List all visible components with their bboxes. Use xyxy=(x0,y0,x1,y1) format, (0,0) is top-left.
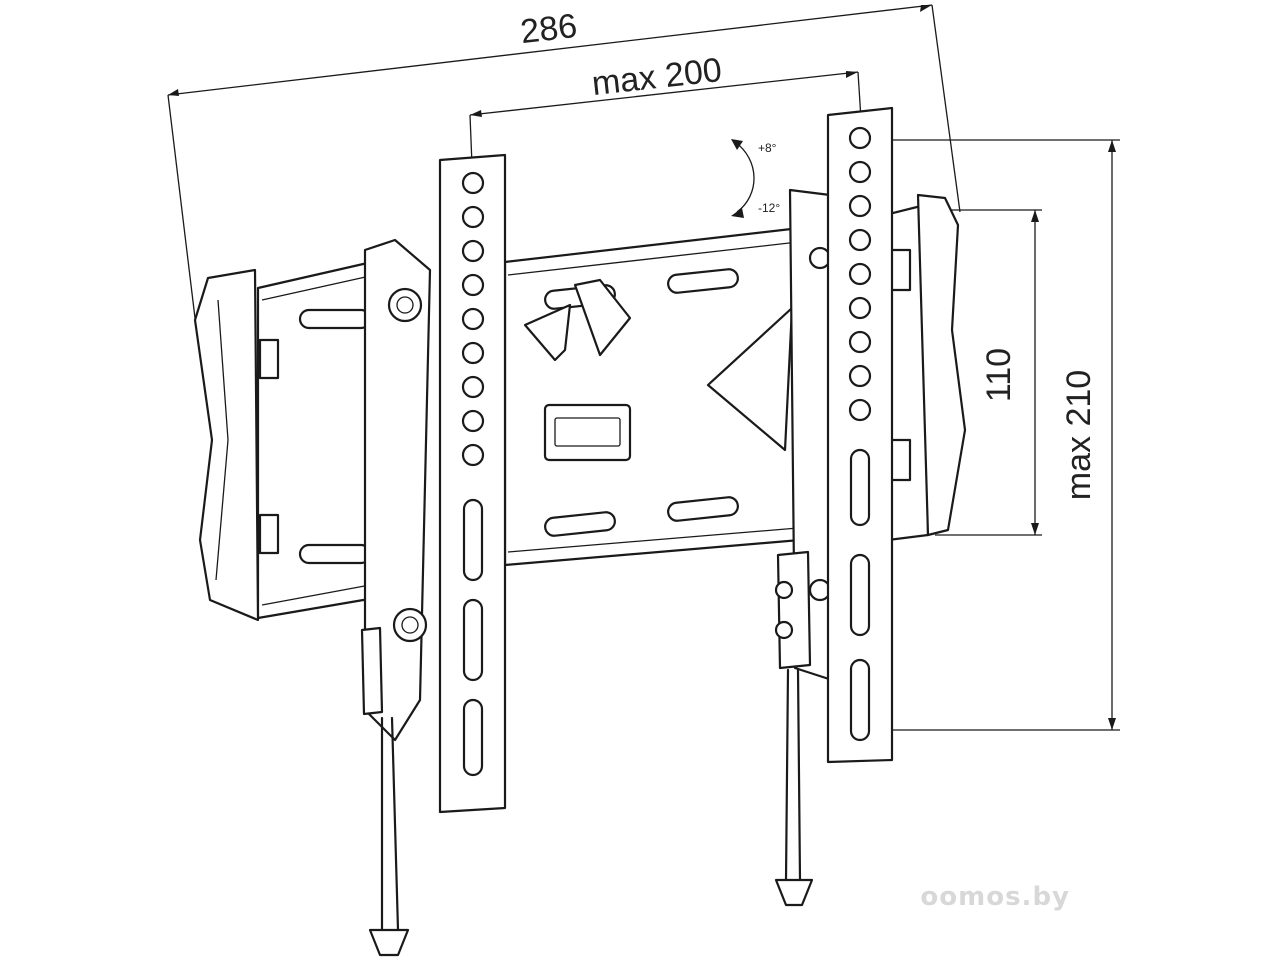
dimension-label-max-210: max 210 xyxy=(1060,370,1098,500)
tilt-indicator: +8° -12° xyxy=(731,139,780,218)
bracket-hole xyxy=(461,171,485,195)
left-side-rail xyxy=(193,260,377,622)
bracket-hole xyxy=(848,364,872,388)
arrow-mark xyxy=(706,306,794,452)
safety-lock-right xyxy=(774,550,814,907)
bracket-slot xyxy=(462,698,484,777)
tilt-down-label: -12° xyxy=(758,201,780,215)
dimension-label-max-200: max 200 xyxy=(590,51,724,103)
dimension-label-110: 110 xyxy=(980,348,1018,402)
bracket-hole xyxy=(461,375,485,399)
tilt-up-label: +8° xyxy=(758,141,777,155)
dimension-110: 110 xyxy=(935,209,1042,536)
dimension-max-210: max 210 xyxy=(885,139,1120,731)
dimension-label-286: 286 xyxy=(518,7,579,51)
bracket-hole xyxy=(848,262,872,286)
bracket-hole xyxy=(461,273,485,297)
bracket-hole xyxy=(461,205,485,229)
bracket-hole xyxy=(461,239,485,263)
bracket-hole xyxy=(461,341,485,365)
bracket-hole xyxy=(461,307,485,331)
bracket-hole xyxy=(848,228,872,252)
left-vertical-bracket xyxy=(363,153,507,814)
dimension-overall-width: 286 xyxy=(167,4,961,319)
bracket-hole xyxy=(848,398,872,422)
bracket-hole xyxy=(461,443,485,467)
bracket-slot xyxy=(462,598,484,682)
bracket-hole xyxy=(848,330,872,354)
logo-mark xyxy=(523,303,572,362)
bracket-hole xyxy=(848,160,872,184)
safety-lock-left xyxy=(360,626,410,957)
bracket-slot xyxy=(849,658,871,742)
bracket-hole xyxy=(848,296,872,320)
bracket-slot xyxy=(849,553,871,637)
level-clip xyxy=(543,403,632,462)
right-side-rail xyxy=(883,193,967,542)
bracket-hole xyxy=(461,409,485,433)
wall-plate xyxy=(503,226,802,567)
watermark: oomos.by xyxy=(920,882,1070,912)
bracket-slot xyxy=(462,498,484,582)
bracket-slot xyxy=(849,448,871,527)
bracket-hole xyxy=(848,126,872,150)
dimension-max-200: max 200 xyxy=(469,51,863,166)
bracket-hole xyxy=(848,194,872,218)
mounting-holes xyxy=(461,126,872,777)
